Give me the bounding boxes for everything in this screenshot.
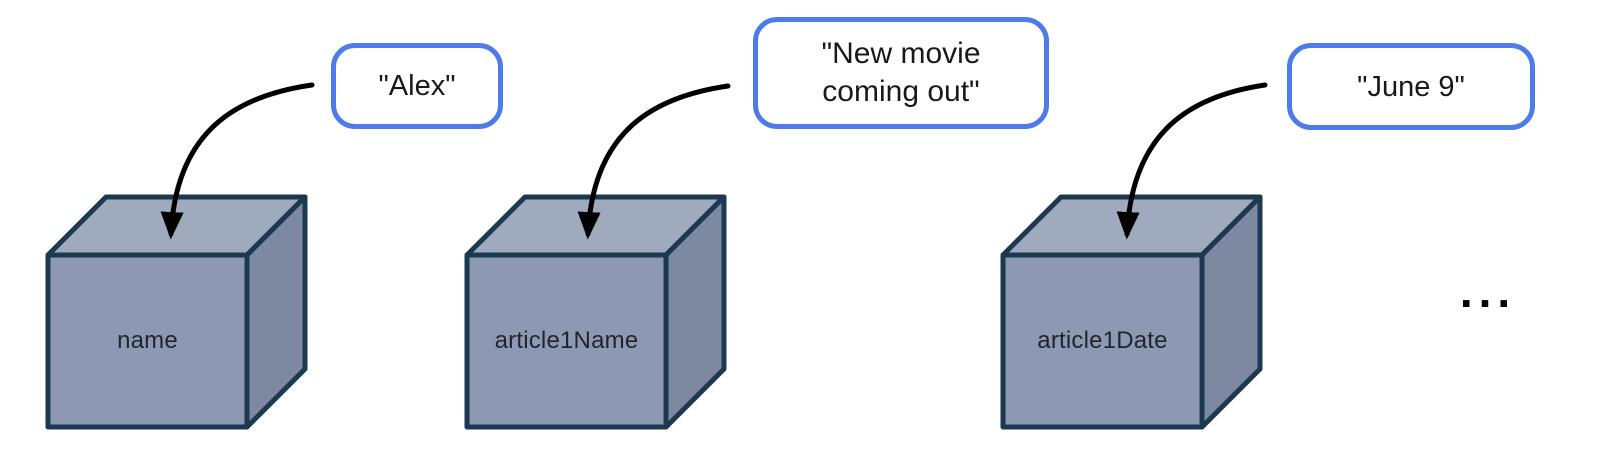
variable-name-label: article1Date <box>1037 327 1168 354</box>
memory-cube-name <box>45 194 308 430</box>
assignment-arrow-article1Date <box>1116 82 1268 240</box>
cube-front-face <box>1000 252 1205 430</box>
value-bubble-name: "Alex" <box>331 43 503 129</box>
assignment-arrow-article1Name <box>577 83 731 240</box>
value-bubble-article1Name: "New movie coming out" <box>753 17 1049 129</box>
cube-front-face <box>45 252 250 430</box>
cube-front-face <box>464 252 669 430</box>
assignment-arrow-name <box>160 82 315 240</box>
value-bubble-article1Date: "June 9" <box>1287 43 1535 130</box>
variable-name-label: article1Name <box>494 327 639 354</box>
ellipsis: ... <box>1459 265 1517 317</box>
memory-cube-article1Name <box>464 194 727 430</box>
variable-name-label: name <box>117 327 178 354</box>
